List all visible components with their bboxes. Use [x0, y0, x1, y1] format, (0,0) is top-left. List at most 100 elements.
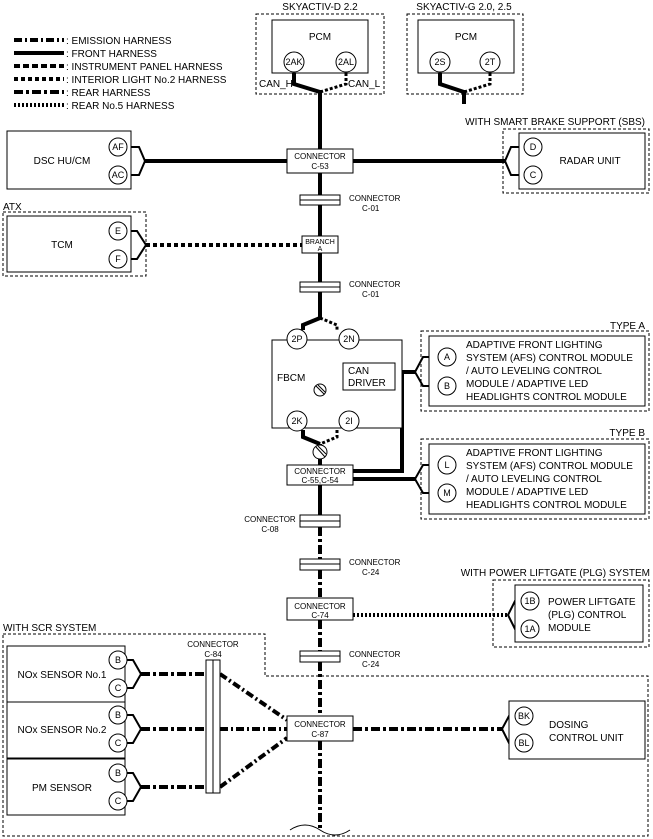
connector-label: CONNECTOR — [294, 602, 346, 611]
dosing-text: CONTROL UNIT — [549, 733, 624, 744]
type-b-text: ADAPTIVE FRONT LIGHTING — [466, 448, 603, 459]
dosing-pin: BL — [518, 738, 529, 748]
connector-id: C-87 — [311, 730, 329, 739]
connector-id: C-01 — [362, 290, 380, 299]
plg-group-label: WITH POWER LIFTGATE (PLG) SYSTEM — [461, 568, 650, 579]
connector-id: C-24 — [362, 568, 380, 577]
terminator-resistor-icon — [313, 383, 327, 397]
pcm-g-name: PCM — [455, 32, 477, 43]
type-a-text: ADAPTIVE FRONT LIGHTING — [466, 340, 603, 351]
legend-label: : EMISSION HARNESS — [66, 36, 172, 47]
connector-label: CONNECTOR — [187, 640, 239, 649]
connector-id: C-53 — [311, 162, 329, 171]
atx-label: ATX — [3, 202, 22, 213]
fbcm-pin: 2N — [343, 334, 355, 344]
type-b-text: SYSTEM (AFS) CONTROL MODULE — [466, 461, 633, 472]
pcm-d-name: PCM — [309, 32, 331, 43]
radar-unit: WITH SMART BRAKE SUPPORT (SBS) RADAR UNI… — [465, 117, 650, 194]
pcm-d-pin: 2AL — [338, 57, 354, 67]
pm-pin: B — [115, 768, 121, 778]
dosing-pin: BK — [518, 711, 530, 721]
connector-c01-lower: CONNECTOR C-01 — [299, 280, 401, 299]
nox1-name: NOx SENSOR No.1 — [18, 670, 107, 681]
radar-pin: D — [530, 142, 537, 152]
connector-id: C-84 — [204, 650, 222, 659]
can-driver-label: CAN — [348, 366, 369, 377]
fbcm: FBCM 2P 2N 2K 2I CAN DRIVER — [271, 328, 403, 432]
pm-sensor: PM SENSOR B C — [6, 758, 128, 816]
tcm-name: TCM — [51, 240, 73, 251]
pcm-d-pin: 2AK — [285, 57, 302, 67]
dsc-pin: AC — [112, 170, 125, 180]
connector-c87: CONNECTOR C-87 — [286, 715, 354, 742]
type-b-text: MODULE / ADAPTIVE LED — [466, 487, 588, 498]
can-driver-label: DRIVER — [348, 378, 386, 389]
type-b-text: HEADLIGHTS CONTROL MODULE — [466, 500, 627, 511]
type-b-text: / AUTO LEVELING CONTROL — [466, 474, 602, 485]
dosing-text: DOSING — [549, 720, 589, 731]
connector-id: C-74 — [311, 611, 329, 620]
connector-label: CONNECTOR — [244, 515, 296, 524]
legend-label: : FRONT HARNESS — [66, 49, 157, 60]
tcm-pin: E — [115, 226, 121, 236]
afs-module-type-a: TYPE A A B ADAPTIVE FRONT LIGHTING SYSTE… — [420, 321, 650, 412]
type-b-pin: M — [443, 488, 451, 498]
pcm-g-pin: 2T — [485, 57, 496, 67]
plg-text: MODULE — [548, 623, 591, 634]
type-b-label: TYPE B — [609, 428, 645, 439]
dsc-hu-cm: DSC HU/CM AF AC — [6, 130, 132, 190]
sbs-label: WITH SMART BRAKE SUPPORT (SBS) — [465, 117, 645, 128]
connector-c08: CONNECTOR C-08 — [244, 514, 341, 534]
legend-label: : INTERIOR LIGHT No.2 HARNESS — [66, 75, 227, 86]
connector-c01-upper: CONNECTOR C-01 — [299, 194, 401, 213]
type-a-pin: B — [444, 381, 450, 391]
connector-c53: CONNECTOR C-53 — [286, 148, 354, 174]
connector-label: CONNECTOR — [294, 467, 346, 476]
type-b-pin: L — [444, 460, 449, 470]
connector-id: C-24 — [362, 660, 380, 669]
nox2-pin: C — [115, 738, 122, 748]
type-a-text: / AUTO LEVELING CONTROL — [466, 366, 602, 377]
nox2-name: NOx SENSOR No.2 — [18, 725, 107, 736]
scr-group-label: WITH SCR SYSTEM — [3, 623, 96, 634]
terminator-resistor-icon — [312, 444, 328, 460]
connector-label: CONNECTOR — [294, 720, 346, 729]
nox2-pin: B — [115, 710, 121, 720]
pcm-skyactiv-g: SKYACTIV-G 2.0, 2.5 PCM 2S 2T — [406, 2, 524, 95]
type-a-label: TYPE A — [610, 321, 645, 332]
plg-text: POWER LIFTGATE — [548, 597, 636, 608]
plg-control-module: WITH POWER LIFTGATE (PLG) SYSTEM 1B 1A P… — [461, 568, 650, 648]
connector-c24-lower: CONNECTOR C-24 — [299, 650, 401, 669]
plg-pin: 1A — [524, 624, 535, 634]
nox1-pin: B — [115, 655, 121, 665]
tcm: ATX TCM E F — [2, 202, 147, 277]
branch-label: BRANCH — [305, 239, 335, 246]
pcm-g-pin: 2S — [434, 57, 445, 67]
plg-pin: 1B — [524, 596, 535, 606]
pcm-skyactiv-d: SKYACTIV-D 2.2 PCM 2AK 2AL CAN_H CAN_L — [255, 2, 385, 95]
can-l-label: CAN_L — [348, 79, 381, 90]
dsc-name: DSC HU/CM — [34, 156, 91, 167]
pcm-g-group-label: SKYACTIV-G 2.0, 2.5 — [416, 2, 512, 13]
plg-text: (PLG) CONTROL — [548, 610, 627, 621]
nox-sensor-2: NOx SENSOR No.2 B C — [6, 701, 128, 759]
tcm-pin: F — [115, 254, 121, 264]
connector-c55-c54: CONNECTOR C-55,C-54 — [286, 464, 354, 486]
pm-pin: C — [115, 796, 122, 806]
connector-label: CONNECTOR — [349, 280, 401, 289]
legend: : EMISSION HARNESS : FRONT HARNESS : INS… — [14, 36, 227, 112]
connector-id: C-08 — [261, 525, 279, 534]
pm-name: PM SENSOR — [32, 783, 92, 794]
branch-id: A — [318, 246, 323, 253]
type-a-text: HEADLIGHTS CONTROL MODULE — [466, 392, 627, 403]
fbcm-name: FBCM — [277, 373, 305, 384]
nox-sensor-1: NOx SENSOR No.1 B C — [6, 645, 128, 703]
pcm-d-group-label: SKYACTIV-D 2.2 — [282, 2, 358, 13]
connector-label: CONNECTOR — [349, 558, 401, 567]
connector-label: CONNECTOR — [294, 152, 346, 161]
radar-pin: C — [530, 170, 537, 180]
branch-a: BRANCH A — [301, 235, 339, 254]
scr-system: WITH SCR SYSTEM — [2, 623, 649, 837]
